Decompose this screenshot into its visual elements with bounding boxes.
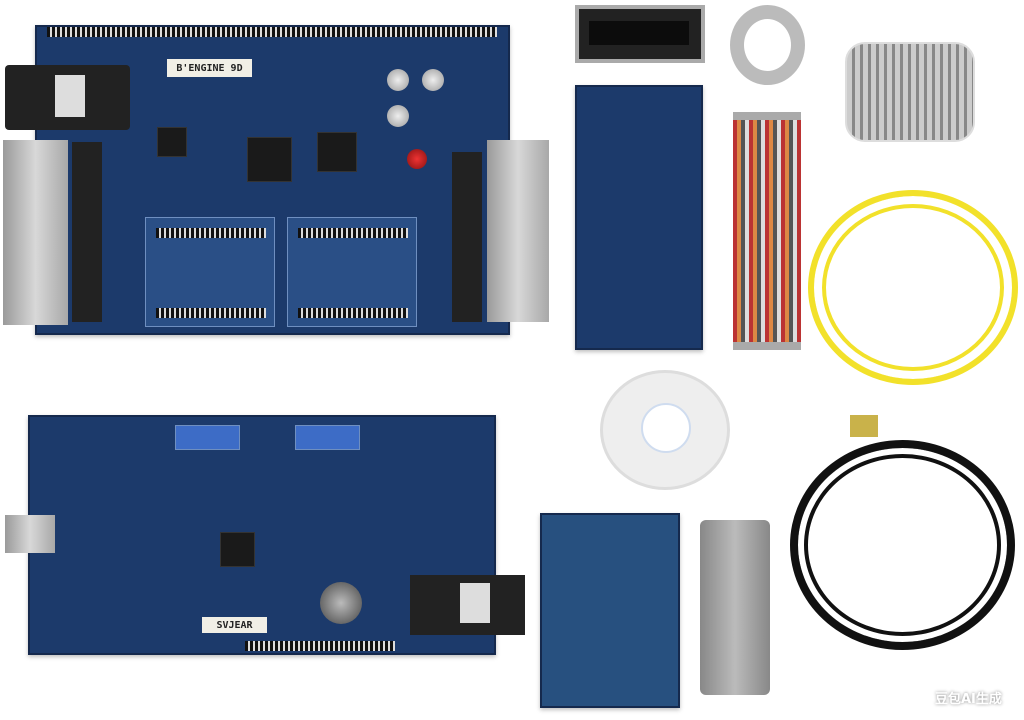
fiber-port [410,575,525,635]
connector-block [72,142,102,322]
chip [220,532,255,567]
capacitor [387,69,409,91]
memory-slot [145,217,275,327]
header-pins [156,228,266,238]
chip [157,127,187,157]
ethernet-cable [790,440,1015,650]
lcd-screen [589,21,689,45]
fiber-port-socket [460,583,490,623]
lcd-display [575,5,705,63]
chip [317,132,357,172]
main-control-board: B'ENGINE 9D [35,25,510,335]
heatsink-right [487,140,549,322]
capacitor [387,105,409,127]
usb-port [5,515,55,553]
memory-slot [287,217,417,327]
main-board-label: B'ENGINE 9D [167,59,252,77]
capacitor [407,149,427,169]
connector-block [452,152,482,322]
header-pins [245,641,395,651]
ribbon-cable-roll [730,5,805,85]
lower-board-label: SVJEAR [202,617,267,633]
small-driver-board [540,513,680,708]
heatsink-left [3,140,68,325]
capacitor [320,582,362,624]
header-pins [156,308,266,318]
header-pins [298,308,408,318]
processor-chip [247,137,292,182]
flat-ribbon-cable [700,520,770,695]
vga-port [175,425,240,450]
tape-roll [600,370,730,490]
tape-roll-core [641,403,691,453]
rj45-plug [850,415,878,437]
vga-port [295,425,360,450]
wire-harness [733,112,801,350]
header-pins [298,228,408,238]
watermark: 豆包AI生成 [935,692,1002,707]
header-pins [47,27,497,37]
flat-cable-roll [845,42,975,142]
capacitor [422,69,444,91]
carriage-board [575,85,703,350]
fiber-port-socket [55,75,85,117]
fiber-port [5,65,130,130]
yellow-fiber-cable [808,190,1018,385]
